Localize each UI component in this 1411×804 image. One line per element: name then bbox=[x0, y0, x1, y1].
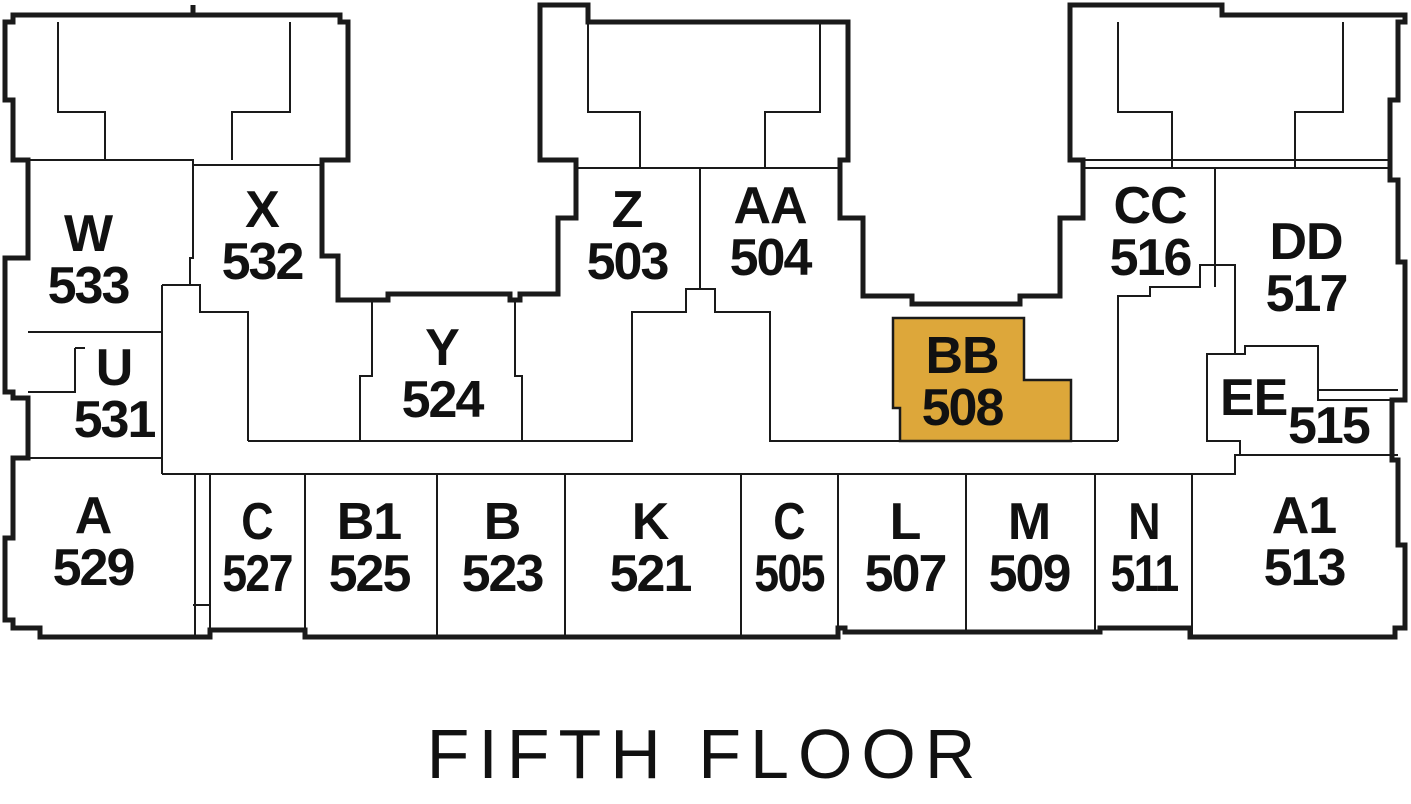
unit-number: 505 bbox=[754, 545, 825, 603]
unit-number: 523 bbox=[461, 545, 545, 603]
interior-walls bbox=[28, 22, 1398, 637]
unit-letter: K bbox=[631, 493, 670, 551]
unit-number: 533 bbox=[47, 257, 131, 315]
unit-label-c505[interactable]: C 505 bbox=[754, 493, 825, 603]
unit-letter: A bbox=[74, 487, 113, 545]
unit-number: 503 bbox=[586, 233, 670, 291]
floor-title: FIFTH FLOOR bbox=[426, 715, 985, 793]
unit-number: 527 bbox=[222, 545, 293, 603]
unit-label-z503[interactable]: Z 503 bbox=[586, 181, 670, 291]
unit-label-dd517[interactable]: DD 517 bbox=[1265, 213, 1349, 323]
unit-label-l507[interactable]: L 507 bbox=[864, 493, 948, 603]
unit-letter: C bbox=[241, 493, 273, 551]
unit-letter: B1 bbox=[336, 493, 402, 551]
unit-label-y524[interactable]: Y 524 bbox=[401, 319, 485, 429]
unit-label-cc516[interactable]: CC 516 bbox=[1109, 177, 1193, 287]
unit-label-b523[interactable]: B 523 bbox=[461, 493, 545, 603]
unit-label-bb508[interactable]: BB 508 bbox=[921, 327, 1005, 437]
unit-label-ee515[interactable]: EE 515 bbox=[1220, 372, 1380, 462]
unit-letter: DD bbox=[1269, 213, 1343, 271]
unit-number: 524 bbox=[401, 371, 485, 429]
unit-number: 532 bbox=[221, 233, 305, 291]
unit-number: 515 bbox=[1288, 397, 1371, 455]
unit-label-a529[interactable]: A 529 bbox=[52, 487, 136, 597]
unit-letter: CC bbox=[1113, 177, 1187, 235]
unit-letter: X bbox=[245, 181, 280, 239]
unit-letter: W bbox=[63, 205, 113, 263]
unit-number: 517 bbox=[1265, 265, 1349, 323]
unit-number: 531 bbox=[73, 391, 157, 449]
unit-number: 508 bbox=[921, 379, 1005, 437]
unit-letter: M bbox=[1007, 493, 1051, 551]
unit-letter: AA bbox=[733, 177, 807, 235]
building-outline bbox=[2, 2, 1408, 640]
unit-label-k521[interactable]: K 521 bbox=[609, 493, 693, 603]
unit-letter: N bbox=[1128, 493, 1160, 551]
unit-label-a1513[interactable]: A1 513 bbox=[1263, 487, 1347, 597]
unit-letter: L bbox=[889, 493, 922, 551]
unit-number: 513 bbox=[1263, 539, 1347, 597]
unit-label-aa504[interactable]: AA 504 bbox=[729, 177, 813, 287]
unit-number: 525 bbox=[328, 545, 412, 603]
unit-number: 516 bbox=[1109, 229, 1193, 287]
unit-label-u531[interactable]: U 531 bbox=[73, 339, 157, 449]
unit-label-b1525[interactable]: B1 525 bbox=[328, 493, 412, 603]
unit-letter: U bbox=[95, 339, 134, 397]
unit-label-x532[interactable]: X 532 bbox=[221, 181, 305, 291]
unit-number: 509 bbox=[988, 545, 1072, 603]
unit-number: 529 bbox=[52, 539, 136, 597]
unit-label-n511[interactable]: N 511 bbox=[1110, 493, 1180, 603]
unit-label-c527[interactable]: C 527 bbox=[222, 493, 293, 603]
unit-letter: BB bbox=[925, 327, 999, 385]
unit-number: 511 bbox=[1110, 545, 1180, 603]
unit-number: 504 bbox=[729, 229, 813, 287]
unit-letter: Z bbox=[611, 181, 644, 239]
unit-label-m509[interactable]: M 509 bbox=[988, 493, 1072, 603]
unit-number: 507 bbox=[864, 545, 948, 603]
unit-letter: EE bbox=[1220, 369, 1288, 427]
unit-number: 521 bbox=[609, 545, 693, 603]
unit-letter: B bbox=[483, 493, 522, 551]
unit-letter: Y bbox=[425, 319, 460, 377]
unit-letter: C bbox=[773, 493, 805, 551]
unit-letter: A1 bbox=[1271, 487, 1337, 545]
unit-label-w533[interactable]: W 533 bbox=[47, 205, 131, 315]
